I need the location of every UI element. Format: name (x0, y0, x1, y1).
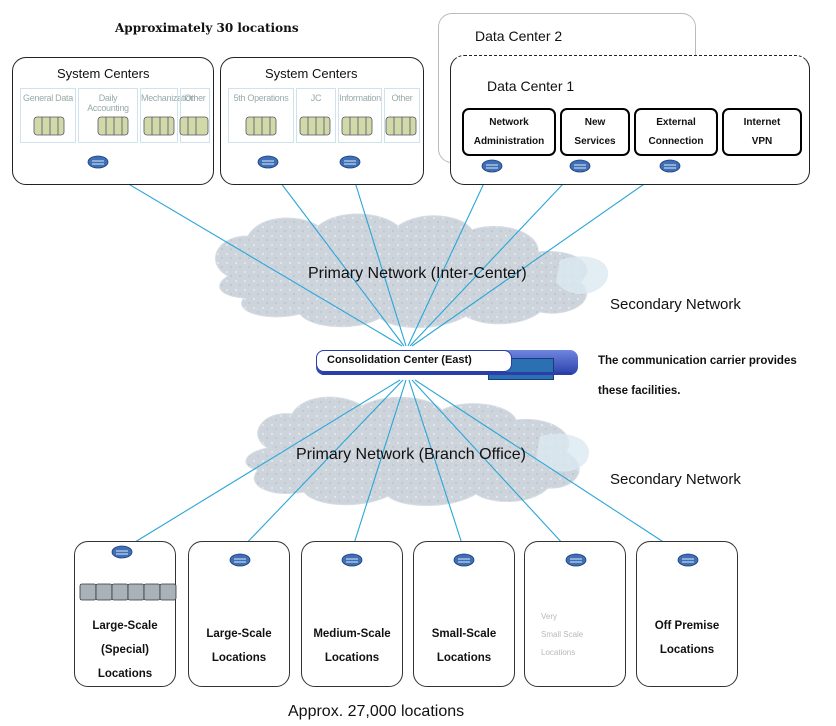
consolidation-label-box: Consolidation Center (East) (316, 350, 512, 372)
system-center-title: System Centers (57, 66, 150, 81)
data-center-2-title: Data Center 2 (475, 28, 563, 44)
server-rack-icon (341, 116, 373, 136)
router-icon (111, 545, 133, 559)
system-subgroup: Daily Accounting (78, 88, 138, 143)
server-rack-icon (385, 116, 417, 136)
links-upper (97, 151, 712, 347)
secondary-network-label-top: Secondary Network (610, 296, 741, 313)
primary-network-inter-center-label: Primary Network (Inter-Center) (308, 265, 527, 282)
cloud-branch-office (245, 396, 589, 506)
router-icon (87, 155, 109, 169)
router-icon (339, 155, 361, 169)
system-subgroup: General Data (20, 88, 76, 143)
primary-network-branch-label: Primary Network (Branch Office) (296, 446, 526, 463)
server-rack-icon (143, 116, 175, 136)
router-icon (677, 553, 699, 567)
server-rack-icon (299, 116, 331, 136)
system-subgroup: Information (338, 88, 382, 143)
router-icon (569, 159, 591, 173)
router-icon (453, 553, 475, 567)
router-icon (257, 155, 279, 169)
consolidation-center-label: Consolidation Center (East) (327, 354, 472, 366)
server-rack-icon (179, 116, 209, 136)
router-icon (565, 553, 587, 567)
server-rack-icon (245, 116, 277, 136)
system-subgroup: Other (180, 88, 210, 143)
system-subgroup: Other (384, 88, 420, 143)
server-rack-icon (97, 116, 129, 136)
total-locations-label: Approx. 27,000 locations (288, 703, 465, 720)
data-center-1-title: Data Center 1 (487, 78, 575, 94)
secondary-network-label-bottom: Secondary Network (610, 471, 741, 488)
router-icon (659, 159, 681, 173)
location-large-scale-special: Large-Scale(Special)Locations (74, 541, 176, 687)
server-rack-icon (33, 116, 65, 136)
system-subgroup: 5th Operations (228, 88, 294, 143)
cloud-inter-center (215, 213, 609, 328)
system-center-title: System Centers (265, 66, 358, 81)
header-note: Approximately 30 locations (115, 21, 299, 35)
system-subgroup: Mechanization (140, 88, 195, 143)
router-icon (229, 553, 251, 567)
carrier-note-line2: these facilities. (598, 385, 681, 397)
links-lower (121, 379, 689, 559)
router-icon (481, 159, 503, 173)
carrier-note-line1: The communication carrier provides (598, 355, 797, 367)
switch-stack-icon (79, 583, 177, 601)
system-subgroup: JC (296, 88, 336, 143)
consolidation-underline (322, 372, 572, 375)
router-icon (341, 553, 363, 567)
